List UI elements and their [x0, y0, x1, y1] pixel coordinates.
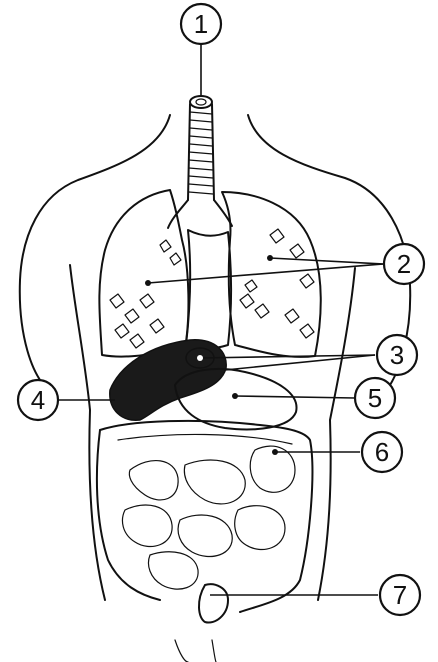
callout-3: 3	[377, 335, 417, 375]
callout-3-number: 3	[390, 340, 404, 370]
callout-1: 1	[181, 4, 221, 44]
callout-7-number: 7	[393, 580, 407, 610]
callout-2: 2	[384, 244, 424, 284]
callout-4: 4	[18, 380, 58, 420]
rectum	[199, 584, 228, 622]
callout-7: 7	[380, 575, 420, 615]
leader-lines	[58, 44, 383, 595]
callout-6: 6	[362, 432, 402, 472]
callout-1-number: 1	[194, 9, 208, 39]
callout-5-number: 5	[368, 383, 382, 413]
lungs	[99, 190, 320, 357]
body-outline	[20, 115, 410, 662]
trachea	[168, 96, 232, 228]
callout-5: 5	[355, 378, 395, 418]
callout-2-number: 2	[397, 249, 411, 279]
callout-6-number: 6	[375, 437, 389, 467]
intestines	[97, 421, 312, 612]
callout-4-number: 4	[31, 385, 45, 415]
